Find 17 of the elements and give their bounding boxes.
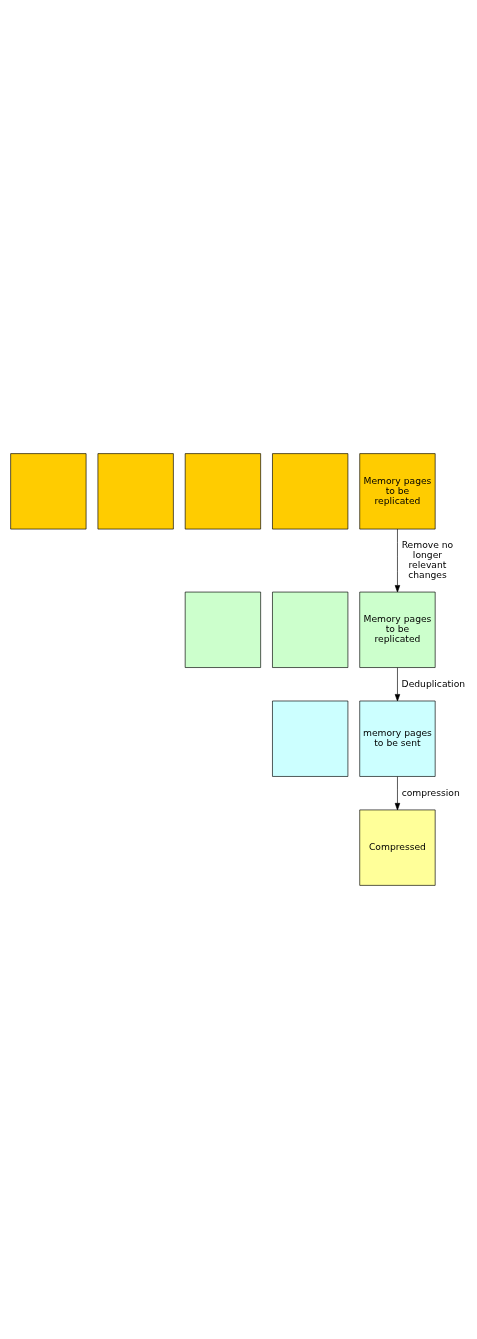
node-box	[10, 453, 87, 530]
node-box	[272, 591, 349, 668]
node-box: Memory pages to be replicated	[359, 453, 436, 530]
node-box	[97, 453, 174, 530]
node-box	[272, 700, 349, 777]
node-box: memory pages to be sent	[359, 700, 436, 777]
edge-label: Remove no longer relevant changes	[401, 539, 454, 580]
arrow	[394, 528, 401, 593]
arrow	[394, 667, 401, 702]
arrow	[394, 776, 401, 811]
node-box	[184, 591, 261, 668]
edge-label: compression	[401, 786, 460, 798]
edge-label: Deduplication	[401, 677, 466, 689]
node-box	[184, 453, 261, 530]
node-box: Compressed	[359, 809, 436, 886]
node-box: Memory pages to be replicated	[359, 591, 436, 668]
node-box	[272, 453, 349, 530]
